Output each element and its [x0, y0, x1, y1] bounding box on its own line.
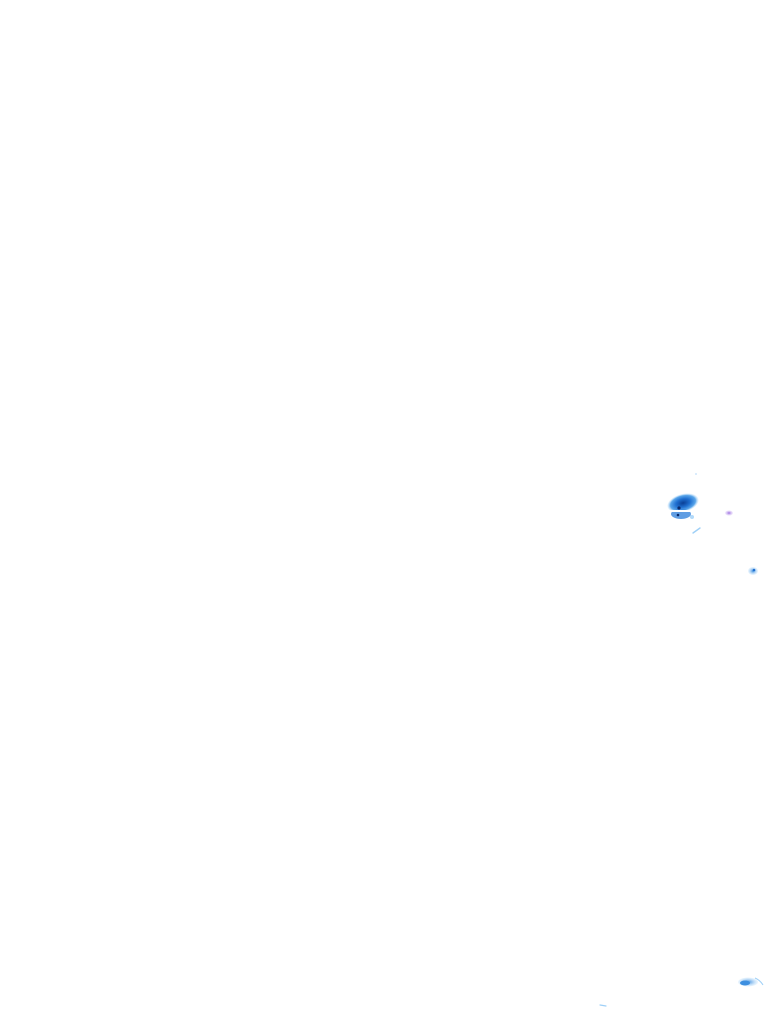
precip-streak: [692, 527, 701, 534]
precip-speck: [695, 473, 697, 475]
storm-cell-main: [663, 493, 699, 519]
mixed-precip-cell: [725, 510, 733, 516]
precip-speck-south: [599, 1004, 607, 1007]
precip-cell-southeast: [738, 977, 764, 987]
precip-cell-east: [748, 567, 758, 575]
